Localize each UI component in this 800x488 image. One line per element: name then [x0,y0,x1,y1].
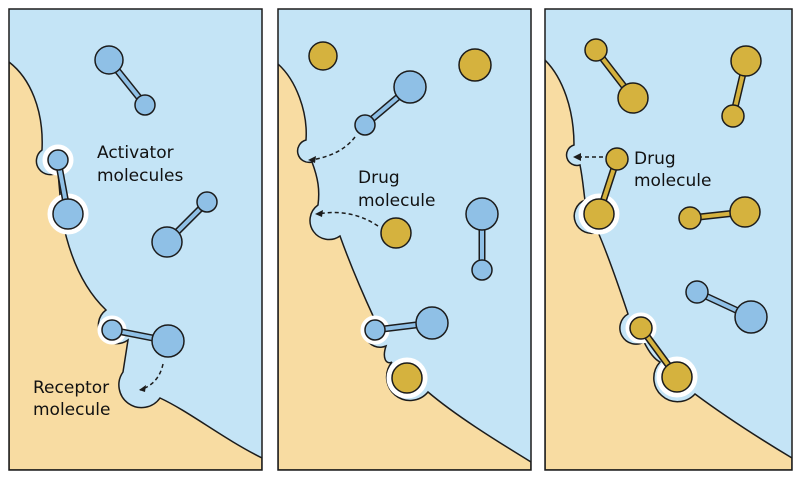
activator-arrowhead [308,156,316,163]
drug-molecule [678,196,761,230]
activator-molecule [465,197,499,281]
drug-arrowhead [315,210,323,217]
drug-molecule [584,38,649,114]
receptor-arrowhead [139,385,146,392]
cell-membrane [545,58,792,470]
receptor-arrow [139,363,164,391]
drug-arrowhead [573,153,581,161]
drug-arrow [317,211,379,227]
activator-molecule [685,280,768,334]
activator-label-line2: molecules [97,166,183,186]
panel-1-frame [8,8,263,471]
drug-molecule [721,45,762,128]
bound-activator-molecule [42,144,89,235]
activator-label-line1: Activator [97,143,174,163]
receptor-label-line2: molecule [33,400,110,420]
activator-molecule [94,45,156,116]
receptor-label-line1: Receptor [33,378,109,398]
activator-molecule [151,191,218,258]
drug-label-line1: Drug [634,149,676,169]
bound-activator-molecule [360,306,449,345]
panel-2-frame [277,8,532,471]
drug-molecule [380,217,412,249]
drug-label-line2: molecule [634,171,711,191]
drug-label-line1: Drug [358,168,400,188]
activator-arrow [310,136,356,161]
bound-drug-molecule [625,312,698,398]
drug-molecule [308,41,338,71]
panel-3: Drug molecule [545,9,792,470]
drug-label-line2: molecule [358,191,435,211]
cell-membrane [278,62,531,470]
bound-activator-molecule [97,315,185,358]
activator-molecule [354,70,427,136]
bound-drug-molecule [386,357,428,399]
drug-molecule [458,48,492,82]
panel-1: Activator molecules Receptor molecule [9,9,262,470]
panel-2: Drug molecule [278,9,531,470]
bound-drug-molecule [578,147,629,235]
panel-3-frame [544,8,793,471]
